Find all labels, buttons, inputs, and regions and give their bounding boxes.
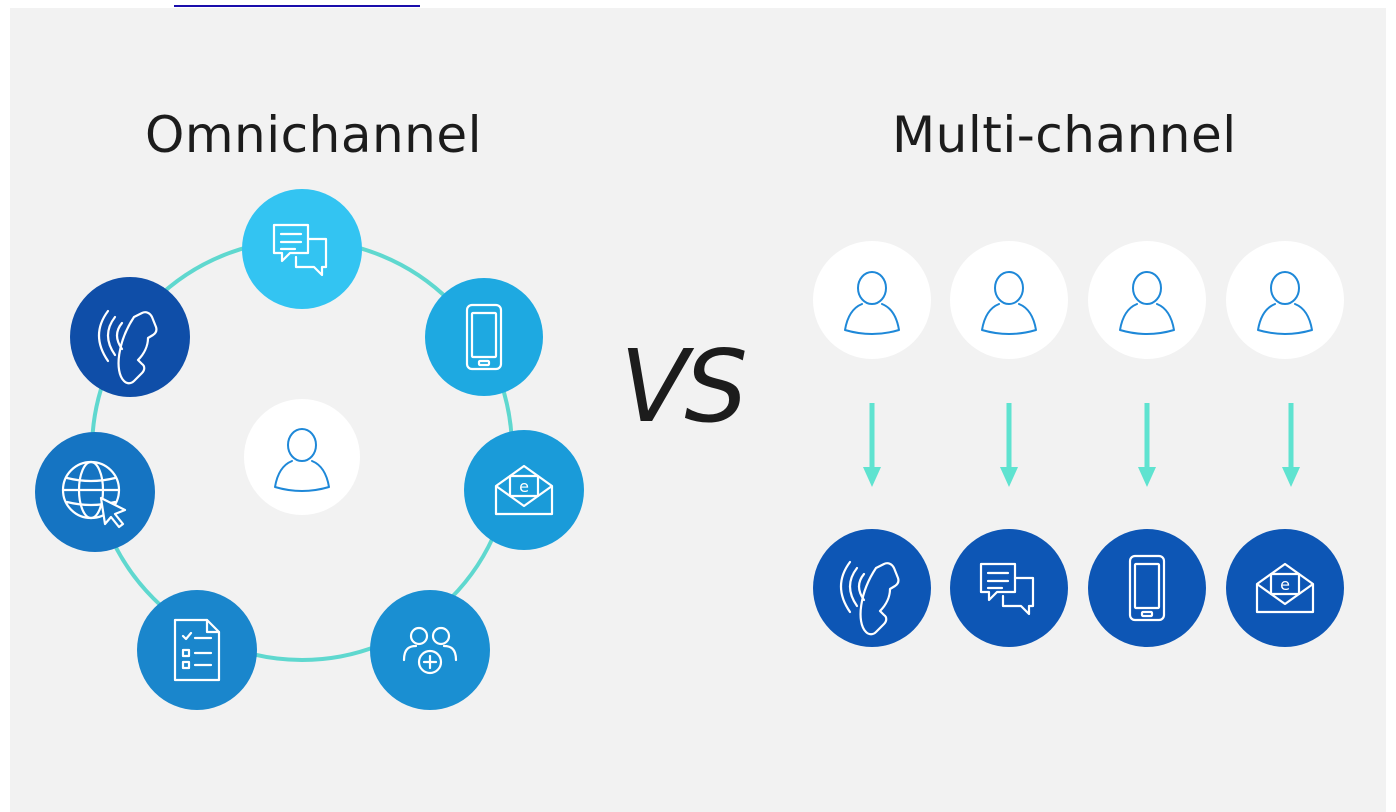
multi-channel-chat (950, 529, 1068, 647)
omnichannel-diagram (35, 189, 584, 710)
omni-channel-add-group (370, 590, 490, 710)
omni-channel-document (137, 590, 257, 710)
multi-user-node (1088, 241, 1206, 359)
multi-user-node (813, 241, 931, 359)
multi-user-node (950, 241, 1068, 359)
down-arrow-icon (1138, 403, 1156, 487)
multi-channel-smartphone (1088, 529, 1206, 647)
omni-channel-email (464, 430, 584, 550)
center-user-node (244, 399, 360, 515)
omni-channel-smartphone (425, 278, 543, 396)
vs-label: VS (620, 328, 748, 445)
omni-channel-phone-call (70, 277, 190, 397)
top-link[interactable] (174, 0, 420, 7)
multichannel-diagram (813, 241, 1344, 647)
multi-user-node (1226, 241, 1344, 359)
multi-channel-email (1226, 529, 1344, 647)
omni-channel-web (35, 432, 155, 552)
omnichannel-title: Omnichannel (145, 106, 482, 164)
omni-channel-chat (242, 189, 362, 309)
multi-channel-phone-call (813, 529, 931, 647)
down-arrow-icon (863, 403, 881, 487)
top-strip (0, 0, 1396, 8)
multichannel-title: Multi-channel (892, 106, 1237, 164)
down-arrow-icon (1000, 403, 1018, 487)
down-arrow-icon (1282, 403, 1300, 487)
